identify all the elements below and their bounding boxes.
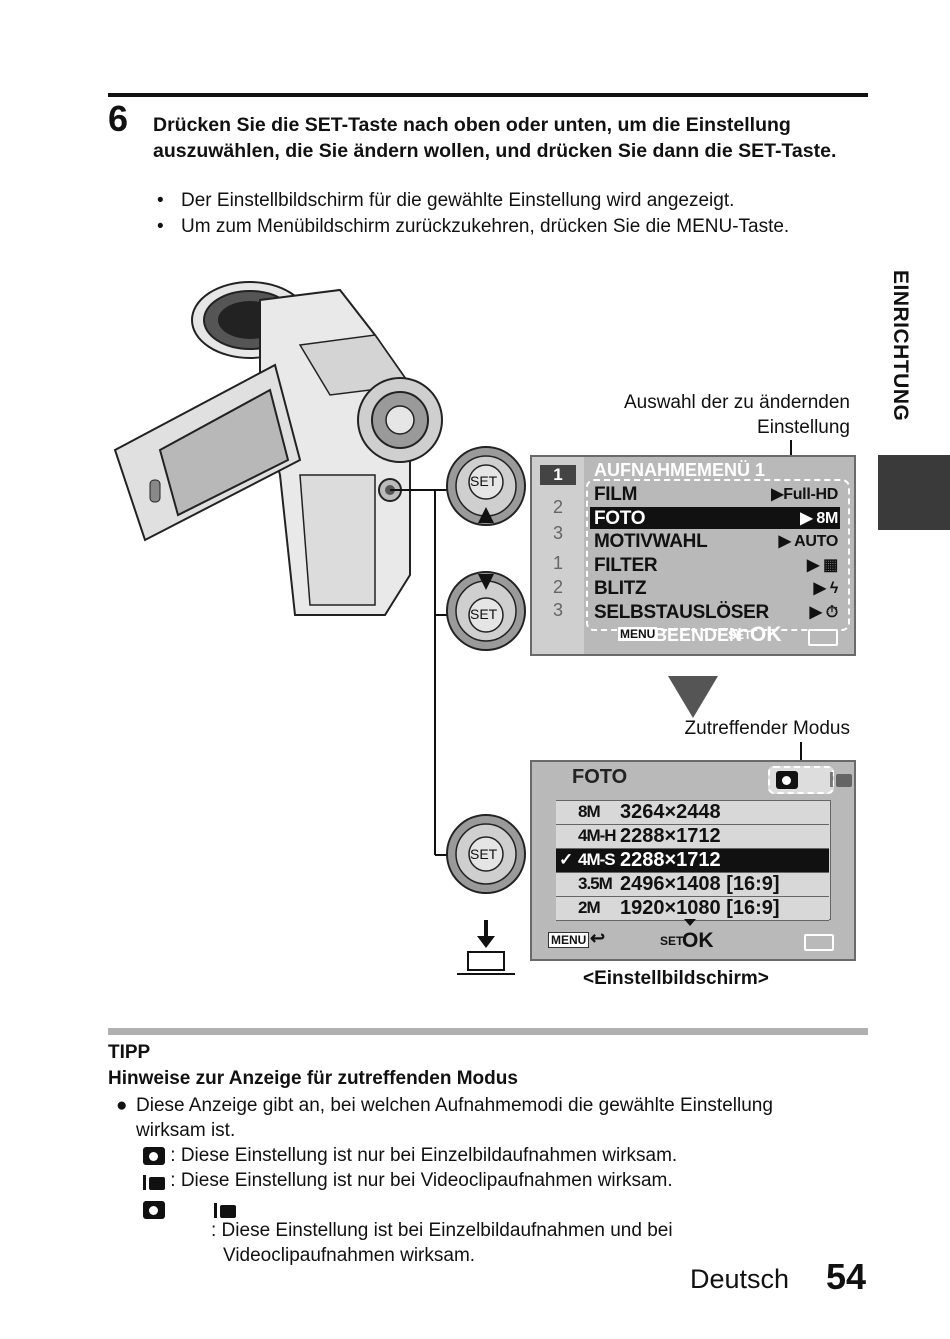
camera-illustration bbox=[113, 281, 443, 616]
menu-footer-exit: BEENDEN bbox=[654, 625, 743, 645]
resolution-code-1: 8M bbox=[578, 802, 601, 821]
resolution-value-2: 2288×1712 bbox=[620, 825, 721, 847]
video-icon bbox=[143, 1172, 165, 1190]
menu-item-foto-value: ▶ 8M bbox=[800, 510, 838, 527]
video-mode-icon bbox=[830, 769, 853, 787]
step-number: 6 bbox=[108, 98, 129, 139]
menu-item-film-value: ▶Full-HD bbox=[771, 486, 838, 503]
resolution-row-8m[interactable]: 8M 3264×2448 bbox=[556, 801, 829, 825]
menu-screen: 1 2 3 1 2 3 AUFNAHMEMENÜ 1 FILM ▶Full-HD… bbox=[530, 455, 856, 656]
menu-item-film[interactable]: FILM ▶Full-HD bbox=[590, 483, 840, 505]
press-down-icon bbox=[457, 920, 515, 975]
set-label-1: SET bbox=[470, 473, 498, 489]
menu-item-motivwahl-label: MOTIVWAHL bbox=[594, 531, 708, 552]
menu-item-foto-label: FOTO bbox=[594, 508, 646, 529]
tab-setup-1[interactable]: 1 bbox=[552, 553, 563, 573]
chapter-label: EINRICHTUNG bbox=[889, 270, 912, 422]
resolution-code-3: 4M-S bbox=[578, 850, 616, 869]
scroll-down-icon[interactable] bbox=[684, 919, 696, 926]
set-dial-down[interactable]: SET bbox=[445, 570, 527, 652]
callout-mode-line bbox=[800, 742, 802, 764]
menu-item-blitz-value: ▶ ϟ bbox=[813, 580, 839, 597]
tab-photo-3[interactable]: 3 bbox=[552, 523, 563, 543]
tab-setup-2[interactable]: 2 bbox=[552, 577, 563, 597]
camera-icon-2 bbox=[143, 1200, 165, 1219]
selection-frame bbox=[586, 479, 850, 631]
step-bullet-2: Um zum Menübildschirm zurückzukehren, dr… bbox=[157, 214, 857, 240]
tipp-bullet: ● Diese Anzeige gibt an, bei welchen Auf… bbox=[116, 1093, 796, 1143]
menu-item-blitz-label: BLITZ bbox=[594, 578, 647, 599]
tipp-line-1-text: : Diese Einstellung ist nur bei Einzelbi… bbox=[170, 1145, 678, 1166]
resolution-check-3: ✓ bbox=[559, 850, 574, 869]
tipp-subtitle: Hinweise zur Anzeige für zutreffenden Mo… bbox=[108, 1068, 518, 1089]
tipp-line-2: : Diese Einstellung ist nur bei Videocli… bbox=[143, 1168, 843, 1193]
callout-mode: Zutreffender Modus bbox=[684, 718, 850, 739]
setting-footer-set-key: SET bbox=[660, 934, 684, 948]
resolution-row-2m[interactable]: 2M 1920×1080 [16:9] bbox=[556, 897, 829, 921]
camera-icon bbox=[143, 1146, 165, 1165]
menu-footer-ok: OK bbox=[750, 623, 782, 646]
menu-title: AUFNAHMEMENÜ 1 bbox=[594, 460, 765, 480]
resolution-value-4: 2496×1408 [16:9] bbox=[620, 873, 780, 895]
setting-title: FOTO bbox=[572, 766, 628, 788]
menu-item-filter-value: ▶ ▦ bbox=[807, 557, 838, 574]
setting-footer-menu-key: MENU bbox=[548, 932, 590, 948]
resolution-row-4ms[interactable]: ✓ 4M-S 2288×1712 bbox=[556, 849, 829, 873]
screen-caption: <Einstellbildschirm> bbox=[583, 968, 769, 989]
menu-tab-column: 1 2 3 1 2 3 bbox=[532, 457, 584, 654]
setting-screen: FOTO 8M 3264×2448 4M-H 2288×1712 ✓ 4M-S … bbox=[530, 760, 856, 961]
set-dial-press[interactable]: SET bbox=[445, 813, 527, 895]
battery-icon-2 bbox=[804, 934, 834, 951]
return-icon: ↩ bbox=[590, 928, 606, 948]
menu-item-filter[interactable]: FILTER ▶ ▦ bbox=[590, 554, 840, 576]
tab-setup-3[interactable]: 3 bbox=[552, 600, 563, 620]
menu-item-motivwahl-value: ▶ AUTO bbox=[778, 533, 839, 550]
menu-item-selbstausloeser[interactable]: SELBSTAUSLÖSER ▶ ⏱ bbox=[590, 601, 840, 623]
resolution-code-4: 3.5M bbox=[578, 874, 613, 893]
menu-footer-menu-key: MENU bbox=[618, 627, 658, 641]
menu-footer-set-key: SET bbox=[728, 628, 752, 642]
step-bullet-1: Der Einstellbildschirm für die gewählte … bbox=[157, 188, 857, 214]
resolution-row-3-5m[interactable]: 3.5M 2496×1408 [16:9] bbox=[556, 873, 829, 897]
tab-photo-1[interactable]: 1 bbox=[540, 465, 576, 485]
menu-item-blitz[interactable]: BLITZ ▶ ϟ bbox=[590, 577, 840, 599]
top-rule bbox=[108, 93, 868, 97]
tipp-rule bbox=[108, 1028, 868, 1035]
tipp-line-2-text: : Diese Einstellung ist nur bei Videocli… bbox=[170, 1170, 673, 1191]
chapter-tab bbox=[878, 455, 950, 530]
resolution-row-4mh[interactable]: 4M-H 2288×1712 bbox=[556, 825, 829, 849]
next-arrow-icon bbox=[668, 676, 718, 718]
menu-item-selbstausloeser-label: SELBSTAUSLÖSER bbox=[594, 602, 769, 623]
battery-icon bbox=[808, 629, 838, 646]
mode-indicator bbox=[768, 766, 853, 794]
menu-item-film-label: FILM bbox=[594, 484, 638, 505]
page-number: 54 bbox=[826, 1256, 867, 1297]
resolution-value-1: 3264×2448 bbox=[620, 801, 721, 823]
tipp-line-3-text: : Diese Einstellung ist bei Einzelbildau… bbox=[211, 1220, 673, 1266]
tipp-bullet-text: Diese Anzeige gibt an, bei welchen Aufna… bbox=[136, 1095, 773, 1141]
video-icon-2 bbox=[214, 1200, 237, 1218]
set-label-3: SET bbox=[470, 846, 498, 862]
step-instruction: Drücken Sie die SET-Taste nach oben oder… bbox=[153, 114, 837, 162]
setting-footer-ok: OK bbox=[682, 929, 714, 952]
resolution-value-3: 2288×1712 bbox=[620, 849, 721, 871]
footer-language: Deutsch bbox=[690, 1264, 790, 1294]
menu-item-motivwahl[interactable]: MOTIVWAHL ▶ AUTO bbox=[590, 530, 840, 552]
step-bullets: Der Einstellbildschirm für die gewählte … bbox=[157, 188, 857, 240]
menu-item-foto[interactable]: FOTO ▶ 8M bbox=[590, 507, 840, 529]
callout-selection: Auswahl der zu ändernden Einstellung bbox=[623, 392, 850, 438]
menu-item-selbstausloeser-value: ▶ ⏱ bbox=[809, 604, 839, 621]
tipp-bullet-dot: ● bbox=[116, 1095, 128, 1116]
resolution-value-5: 1920×1080 [16:9] bbox=[620, 897, 780, 919]
camera-mode-icon bbox=[776, 771, 798, 789]
tipp-line-1: : Diese Einstellung ist nur bei Einzelbi… bbox=[143, 1143, 843, 1168]
resolution-code-2: 4M-H bbox=[578, 826, 617, 845]
tab-photo-2[interactable]: 2 bbox=[552, 497, 563, 517]
set-dial-up[interactable]: SET bbox=[445, 445, 527, 527]
menu-item-filter-label: FILTER bbox=[594, 555, 658, 576]
resolution-code-5: 2M bbox=[578, 898, 601, 917]
tipp-line-3: : Diese Einstellung ist bei Einzelbildau… bbox=[143, 1193, 783, 1268]
tipp-title: TIPP bbox=[108, 1042, 151, 1063]
set-label-2: SET bbox=[470, 606, 498, 622]
